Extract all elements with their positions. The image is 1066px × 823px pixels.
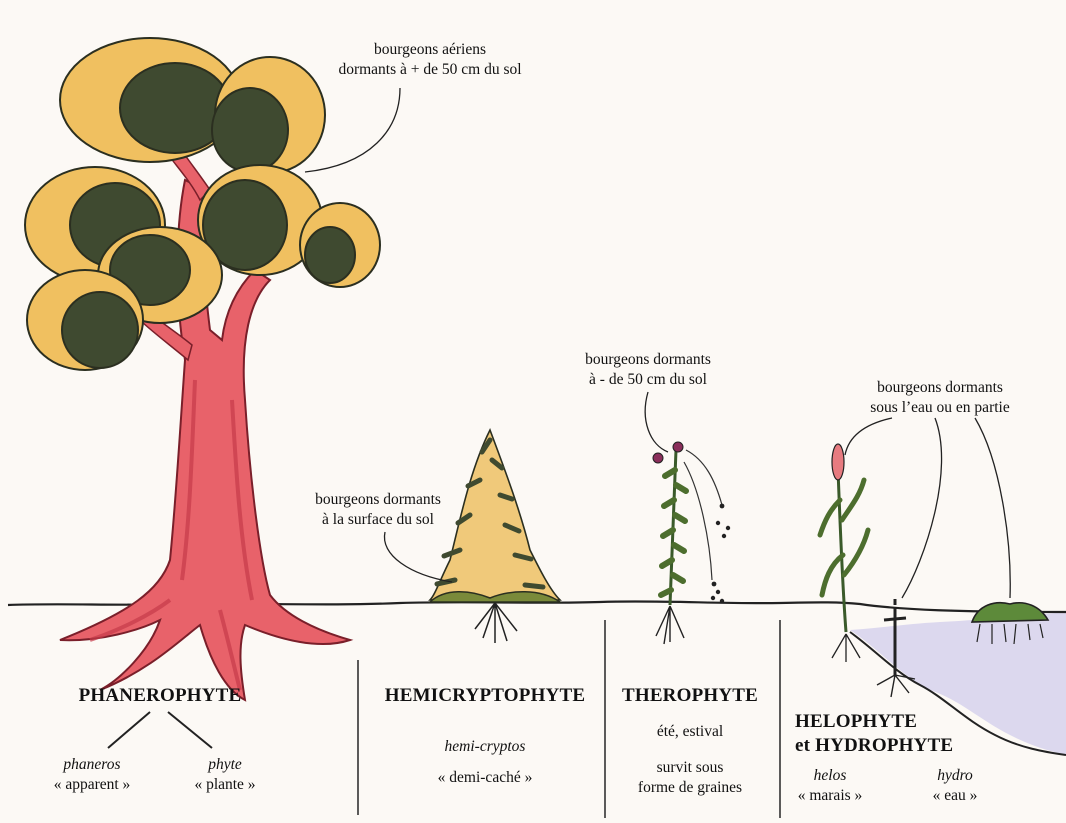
thero-bud-note: bourgeons dormants à - de 50 cm du sol [585, 350, 711, 390]
helophyte-title-line-1: HELOPHYTE [795, 710, 953, 734]
helo-bud-note: bourgeons dormants sous l’eau ou en part… [870, 378, 1009, 418]
tree-bud-note-line-1: bourgeons aériens [338, 40, 521, 60]
hemi-bud-note-line-1: bourgeons dormants [315, 490, 441, 510]
hemicryptophyte-root-word: hemi-cryptos [445, 737, 526, 757]
phanerophyte-title: PHANEROPHYTE [79, 685, 242, 707]
therophyte-survival: survit sous forme de graines [638, 758, 742, 798]
helophyte-root-right-meaning: « eau » [933, 786, 978, 806]
helophyte-title: HELOPHYTE et HYDROPHYTE [795, 710, 953, 758]
pointer-thero-buds [645, 392, 668, 452]
phanerophyte-root-right-word: phyte [194, 755, 255, 775]
hemi-foliage [430, 430, 560, 600]
helo-flower-spike [832, 444, 844, 480]
tree-bud-note: bourgeons aériens dormants à + de 50 cm … [338, 40, 521, 80]
thero-bud-note-line-2: à - de 50 cm du sol [585, 370, 711, 390]
thero-seed-trails [684, 450, 722, 580]
hemi-bud-note: bourgeons dormants à la surface du sol [315, 490, 441, 530]
pointer-helo-buds-3 [975, 418, 1010, 598]
hemicryptophyte-meaning: « demi-caché » [438, 768, 533, 788]
therophyte-survival-line-1: survit sous [638, 758, 742, 778]
helophyte-root-right-word: hydro [933, 766, 978, 786]
hemicryptophyte-title: HEMICRYPTOPHYTE [385, 685, 585, 707]
helophyte-root-left: helos « marais » [798, 766, 863, 806]
phanerophyte-root-left: phaneros « apparent » [54, 755, 131, 795]
helo-stem [838, 470, 846, 632]
hydrophyte-clump [972, 603, 1048, 622]
helo-roots [832, 634, 860, 662]
helophyte-title-line-2: et HYDROPHYTE [795, 734, 953, 758]
hemicryptophyte-plant [430, 430, 560, 643]
phanero-split-lines [108, 712, 212, 748]
phanerophyte-root-right: phyte « plante » [194, 755, 255, 795]
thero-flower-top [673, 442, 683, 452]
tree-illustration [25, 38, 380, 700]
phanerophyte-root-left-word: phaneros [54, 755, 131, 775]
hydro-sprout-roots [877, 675, 915, 697]
phanerophyte-root-left-meaning: « apparent » [54, 775, 131, 795]
thero-roots [656, 606, 684, 644]
helophyte-root-left-word: helos [798, 766, 863, 786]
helophyte-root-right: hydro « eau » [933, 766, 978, 806]
hemi-bud-note-line-2: à la surface du sol [315, 510, 441, 530]
therophyte-plant [653, 442, 730, 644]
tree-bud-note-line-2: dormants à + de 50 cm du sol [338, 60, 521, 80]
phanerophyte-root-right-meaning: « plante » [194, 775, 255, 795]
thero-bud-note-line-1: bourgeons dormants [585, 350, 711, 370]
therophyte-season: été, estival [657, 722, 723, 742]
pointer-helo-buds-2 [902, 418, 942, 598]
therophyte-survival-line-2: forme de graines [638, 778, 742, 798]
helo-bud-note-line-1: bourgeons dormants [870, 378, 1009, 398]
helo-bud-note-line-2: sous l’eau ou en partie [870, 398, 1009, 418]
therophyte-title: THEROPHYTE [622, 685, 758, 707]
thero-flower-left [653, 453, 663, 463]
thero-seeds [711, 504, 730, 604]
pointer-helo-buds-1 [845, 418, 892, 455]
hemi-roots [475, 603, 517, 643]
helophyte-root-left-meaning: « marais » [798, 786, 863, 806]
